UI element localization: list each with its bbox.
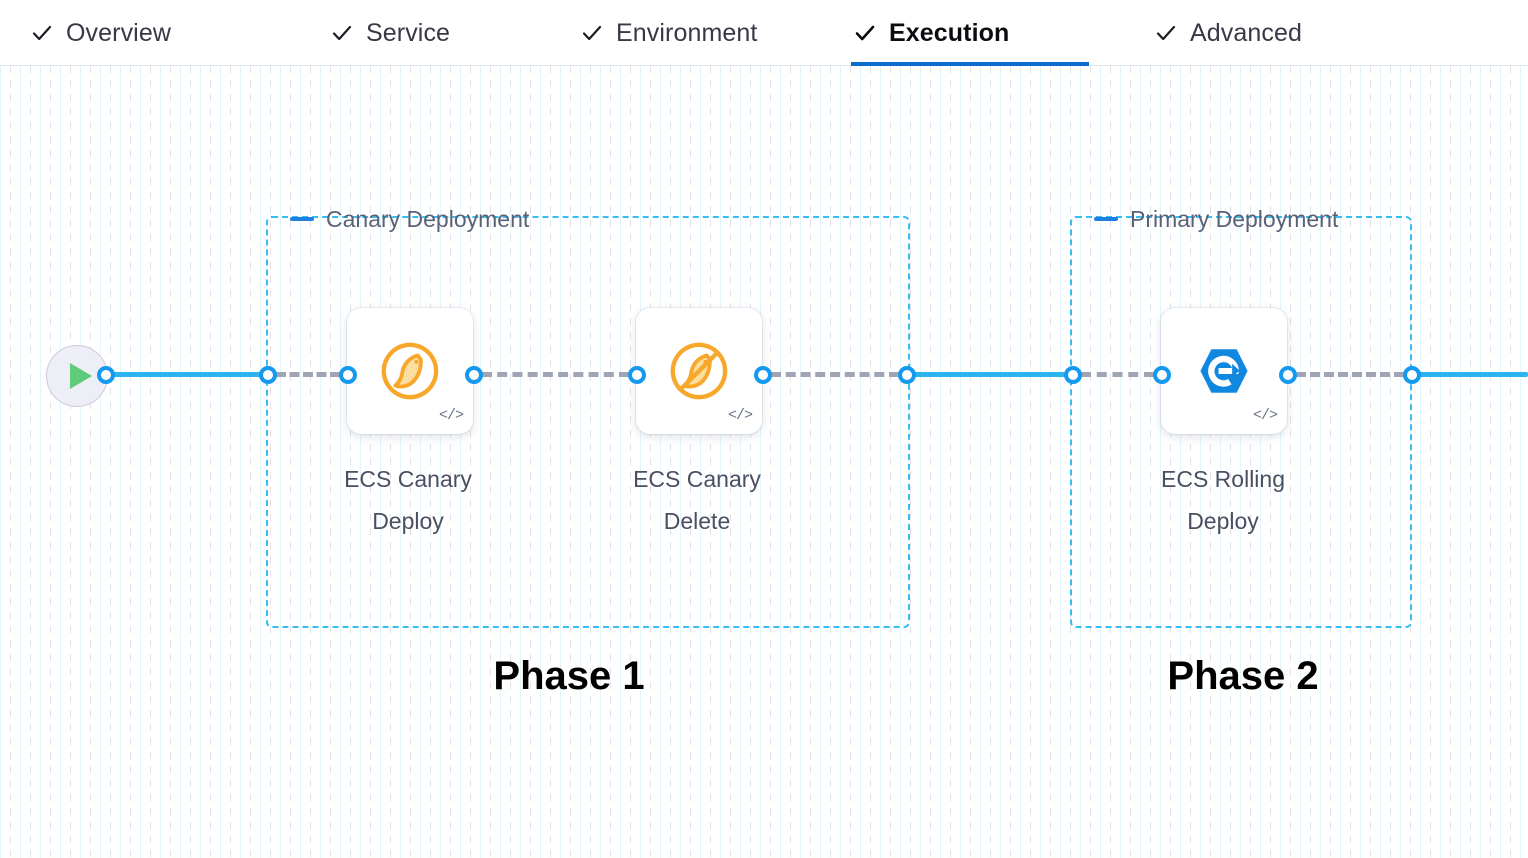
node-label-ecs-rolling-deploy: ECS Rolling Deploy [1161, 466, 1285, 534]
canary-bird-delete-icon [636, 308, 762, 434]
tab-label: Overview [66, 18, 171, 47]
pipeline-graph: Canary Deployment Primary Deployment [0, 66, 1528, 858]
wizard-tab-bar: Overview Service Environment Execution A… [0, 0, 1528, 66]
node-label-ecs-canary-deploy: ECS Canary Deploy [344, 466, 472, 534]
check-icon [582, 25, 602, 41]
node-ecs-rolling-deploy[interactable]: </> [1161, 308, 1287, 434]
ecs-rolling-icon [1161, 308, 1287, 434]
port-group2-out[interactable] [1403, 366, 1421, 384]
group-canary-deployment[interactable]: Canary Deployment [266, 206, 910, 628]
port-start-out[interactable] [97, 366, 115, 384]
tab-environment[interactable]: Environment [578, 0, 808, 66]
minus-icon[interactable] [290, 217, 314, 221]
edge-canary-deploy-to-delete[interactable] [482, 372, 629, 377]
phase-label-1: Phase 1 [493, 654, 645, 698]
port-canary-deploy-in[interactable] [339, 366, 357, 384]
tab-label: Environment [616, 18, 758, 47]
group-title: Canary Deployment [326, 205, 530, 232]
canary-bird-icon [347, 308, 473, 434]
pipeline-start-node[interactable] [46, 345, 108, 407]
port-group1-out[interactable] [898, 366, 916, 384]
tab-advanced[interactable]: Advanced [1152, 0, 1350, 66]
edge-canary-delete-to-group1[interactable] [771, 372, 899, 377]
check-icon [332, 25, 352, 41]
edge-group1-to-canary-deploy[interactable] [276, 372, 340, 377]
pipeline-canvas[interactable]: Canary Deployment Primary Deployment [0, 66, 1528, 858]
group-header-canary-deployment[interactable]: Canary Deployment [290, 202, 529, 236]
port-group1-in[interactable] [259, 366, 277, 384]
edge-group2-to-next[interactable] [1411, 372, 1528, 377]
group-primary-deployment[interactable]: Primary Deployment [1070, 206, 1412, 628]
code-icon[interactable]: </> [728, 406, 753, 424]
group-header-primary-deployment[interactable]: Primary Deployment [1094, 202, 1338, 236]
tab-execution[interactable]: Execution [851, 0, 1089, 66]
port-canary-delete-in[interactable] [628, 366, 646, 384]
node-label-ecs-canary-delete: ECS Canary Delete [633, 466, 761, 534]
tab-overview[interactable]: Overview [28, 0, 224, 66]
tab-service[interactable]: Service [328, 0, 494, 66]
tab-label: Service [366, 18, 451, 47]
node-ecs-canary-deploy[interactable]: </> [347, 308, 473, 434]
tab-label: Advanced [1190, 18, 1302, 47]
phase-label-2: Phase 2 [1167, 654, 1319, 698]
port-group2-in[interactable] [1064, 366, 1082, 384]
port-canary-delete-out[interactable] [754, 366, 772, 384]
edge-rolling-deploy-to-group2[interactable] [1296, 372, 1404, 377]
node-ecs-canary-delete[interactable]: </> [636, 308, 762, 434]
edge-group1-to-group2[interactable] [906, 372, 1065, 377]
code-icon[interactable]: </> [1253, 406, 1278, 424]
tab-label: Execution [889, 18, 1010, 47]
port-canary-deploy-out[interactable] [465, 366, 483, 384]
check-icon [1156, 25, 1176, 41]
minus-icon[interactable] [1094, 217, 1118, 221]
edge-start-to-group1[interactable] [105, 372, 261, 377]
group-title: Primary Deployment [1130, 205, 1339, 232]
port-rolling-deploy-in[interactable] [1153, 366, 1171, 384]
check-icon [32, 25, 52, 41]
check-icon [855, 25, 875, 41]
code-icon[interactable]: </> [439, 406, 464, 424]
port-rolling-deploy-out[interactable] [1279, 366, 1297, 384]
edge-group2-to-rolling-deploy[interactable] [1081, 372, 1154, 377]
play-icon [69, 363, 92, 389]
